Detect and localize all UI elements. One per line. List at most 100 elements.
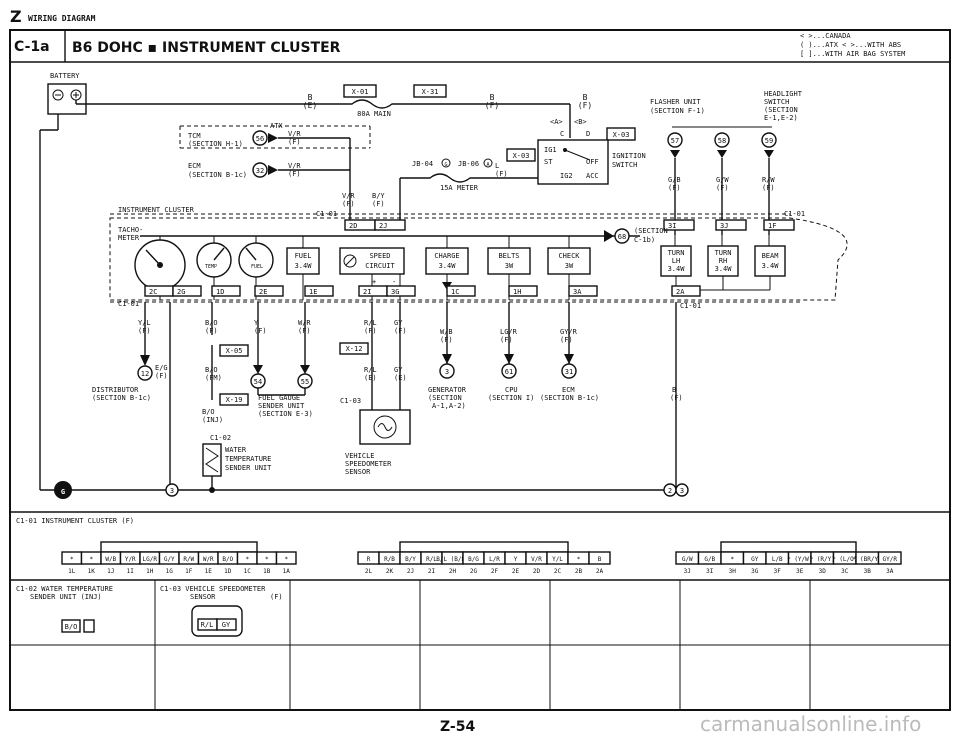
meter-fuse <box>400 173 545 183</box>
ignition-switch <box>537 139 609 185</box>
svg-text:X-12: X-12 <box>346 345 363 353</box>
svg-text:-: - <box>392 278 396 286</box>
svg-text:SENDER UNIT (INJ): SENDER UNIT (INJ) <box>30 593 102 601</box>
svg-text:(F): (F) <box>495 170 508 178</box>
c3-cell-label: * (R/Y) <box>810 556 835 563</box>
svg-text:R/L: R/L <box>364 366 377 374</box>
svg-text:2A: 2A <box>676 288 685 296</box>
ground-g-icon <box>54 481 72 499</box>
diagram-title: B6 DOHC ▪ INSTRUMENT CLUSTER <box>72 40 341 56</box>
watermark: carmanualsonline.info <box>700 712 921 736</box>
svg-text:2G: 2G <box>177 288 185 296</box>
c1-pin-number: 1E <box>205 568 213 575</box>
c1-cell-label: W/B <box>105 556 116 563</box>
svg-text:32: 32 <box>256 167 264 175</box>
c2-cell <box>588 551 611 565</box>
pin-32 <box>252 162 268 178</box>
lamp-fuel: FUEL 3.4W <box>286 247 320 275</box>
pin-56 <box>252 130 268 146</box>
svg-text:B/O: B/O <box>205 319 218 327</box>
svg-text:2C: 2C <box>149 288 157 296</box>
svg-text:D: D <box>586 130 590 138</box>
svg-text:IG2: IG2 <box>560 172 573 180</box>
svg-text:R/L: R/L <box>201 621 214 629</box>
c1-cell-label: G/Y <box>164 556 175 563</box>
svg-text:(F): (F) <box>670 394 683 402</box>
svg-text:55: 55 <box>301 378 309 386</box>
c2-cell-label: Y <box>514 556 518 563</box>
svg-text:(F): (F) <box>762 184 775 192</box>
c3-cell-label: G/W <box>682 556 693 563</box>
lamp-turn-rh: TURN RH 3.4W <box>707 245 739 277</box>
wire-b-e: B <box>308 93 313 102</box>
svg-text:Y: Y <box>254 319 259 327</box>
svg-text:80A MAIN: 80A MAIN <box>357 110 391 118</box>
svg-text:IG1: IG1 <box>544 146 557 154</box>
c2-pin-number: 2G <box>470 568 478 575</box>
legend-atx-abs: ( )...ATX < >...WITH ABS <box>800 41 901 49</box>
c2-cell-label: B/Y <box>405 556 416 563</box>
svg-text:15A METER: 15A METER <box>440 184 479 192</box>
svg-text:2I: 2I <box>363 288 371 296</box>
svg-text:(SECTION: (SECTION <box>634 227 668 235</box>
svg-text:FUEL: FUEL <box>251 264 263 270</box>
c3-pin-number: 3B <box>864 568 872 575</box>
c3-pin-number: 3G <box>751 568 759 575</box>
wire-vr: V/R <box>342 192 355 200</box>
svg-text:(F): (F) <box>716 184 729 192</box>
tcm-label: TCM <box>188 132 201 140</box>
svg-text:FUEL: FUEL <box>295 252 312 260</box>
svg-text:ST: ST <box>544 158 553 166</box>
c2-pin-number: 2A <box>596 568 604 575</box>
svg-text:B: B <box>672 386 676 394</box>
lamp-turn-lh: TURN LH 3.4W <box>660 245 692 277</box>
svg-text:C: C <box>560 130 564 138</box>
c1-pin-number: 1A <box>283 568 291 575</box>
svg-text:CIRCUIT: CIRCUIT <box>365 262 395 270</box>
c102-label: C1-02 <box>210 434 231 442</box>
c2-pin-number: 2C <box>554 568 562 575</box>
pin-57 <box>667 132 683 148</box>
svg-text:SWITCH: SWITCH <box>612 161 637 169</box>
c2-cell-label: B/G <box>468 556 479 563</box>
c2-cell-label: R <box>367 556 371 563</box>
c2-pin-number: 2L <box>365 568 373 575</box>
svg-text:(F): (F) <box>485 101 499 110</box>
c2-pin-number: 2D <box>533 568 541 575</box>
c1-pin-number: 1K <box>88 568 96 575</box>
c2-cell-label: B/L (B/R) <box>436 556 469 563</box>
c3-pin-number: 3J <box>684 568 691 575</box>
cluster-outline <box>109 217 848 301</box>
svg-text:BELTS: BELTS <box>498 252 519 260</box>
svg-text:3: 3 <box>680 487 684 495</box>
battery-label: BATTERY <box>50 72 80 80</box>
svg-text:1E: 1E <box>309 288 317 296</box>
svg-text:(SECTION F-1): (SECTION F-1) <box>650 107 705 115</box>
atx-label: ATX <box>270 122 283 130</box>
c2-pin-number: 2F <box>491 568 499 575</box>
headlight-label: HEADLIGHT <box>764 90 803 98</box>
c2-pin-number: 2K <box>386 568 394 575</box>
wire-by: B/Y <box>372 192 385 200</box>
svg-text:SENSOR: SENSOR <box>345 468 371 476</box>
conn-x03 <box>506 148 536 162</box>
svg-text:WATER: WATER <box>225 446 247 454</box>
svg-text:E/G: E/G <box>155 364 168 372</box>
svg-text:TEMP: TEMP <box>205 264 217 270</box>
svg-text:A: A <box>486 162 489 168</box>
svg-text:X-03: X-03 <box>613 131 630 139</box>
svg-text:C-1b): C-1b) <box>634 236 655 244</box>
svg-text:V/R: V/R <box>288 130 301 138</box>
svg-text:58: 58 <box>718 137 726 145</box>
svg-text:3G: 3G <box>391 288 399 296</box>
svg-text:W/R: W/R <box>298 319 311 327</box>
c2-pin-number: 2I <box>428 568 436 575</box>
svg-text:3: 3 <box>170 487 174 495</box>
svg-text:3J: 3J <box>720 222 728 230</box>
section-letter: Z <box>10 7 22 26</box>
svg-text:2J: 2J <box>379 222 387 230</box>
c3-cell-label: L/B <box>772 556 783 563</box>
svg-text:(SECTION H-1): (SECTION H-1) <box>188 140 243 148</box>
svg-text:3.4W: 3.4W <box>439 262 457 270</box>
